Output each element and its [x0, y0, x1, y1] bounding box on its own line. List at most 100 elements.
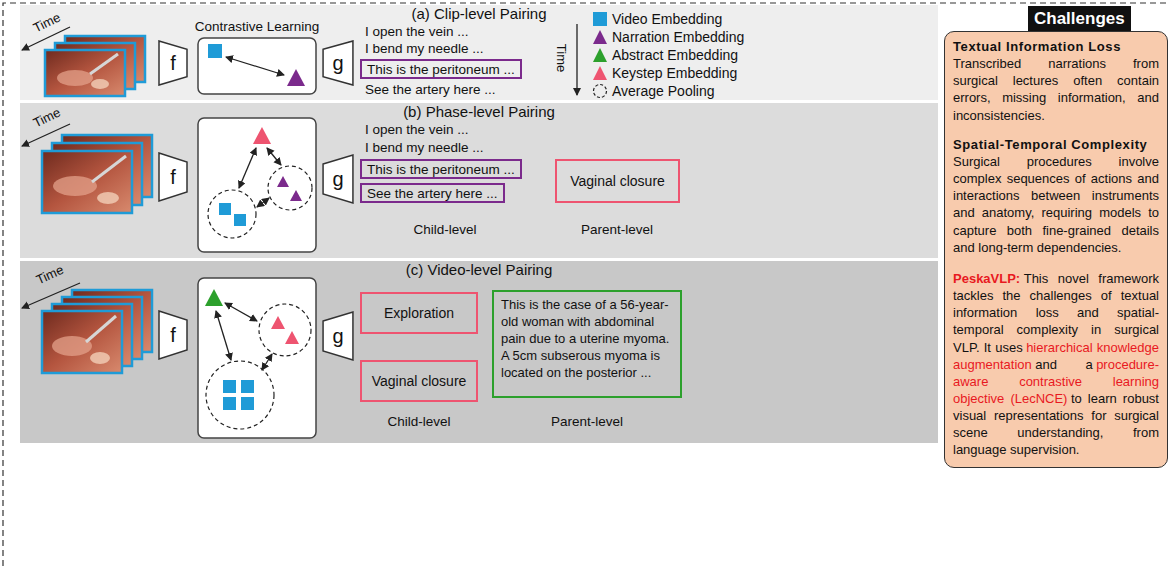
header-text: Challenges: [1034, 9, 1125, 29]
illustration-part: [97, 192, 119, 204]
box-text: This is the peritoneum ...: [367, 62, 515, 77]
video-embedding: [208, 44, 222, 58]
contrastive-box: [198, 278, 316, 438]
legend-row: Keystep Embedding: [592, 64, 744, 82]
time-label: Time: [31, 10, 64, 37]
encoder-letter: g: [332, 52, 343, 75]
contrastive-box: [198, 38, 316, 94]
legend-swatch: [592, 65, 608, 81]
legend-text: Keystep Embedding: [612, 65, 737, 81]
illustration-part: [42, 311, 122, 373]
encoder-outline: [159, 311, 187, 359]
video-frames: [42, 135, 152, 213]
contrast-arrow: [257, 198, 269, 207]
level-label: Child-level: [387, 414, 450, 430]
narration-box: See the artery here ...: [360, 183, 505, 203]
encoder-outline: [159, 41, 187, 85]
box-text: Exploration: [384, 305, 454, 321]
legend-text: Abstract Embedding: [612, 47, 738, 63]
box-heading: Contrastive Learning: [195, 19, 320, 35]
legend-triangle: [593, 66, 607, 80]
narration-embedding: [277, 176, 289, 187]
keystep-embedding: [271, 316, 285, 329]
keystep-embedding: [253, 127, 271, 144]
panel-ground: [20, 261, 938, 443]
keystep-box: Vaginal closure: [555, 159, 680, 203]
illustration-part: [53, 176, 97, 196]
legend-circle: [594, 85, 607, 98]
abstract-text: This is the case of a 56-year-old woman …: [501, 297, 669, 380]
legend-row: Video Embedding: [592, 10, 744, 28]
illustration-part: [52, 336, 92, 356]
illustration-part: [92, 156, 126, 182]
time-label: Time: [553, 44, 569, 72]
abstract-box: This is the case of a 56-year-old woman …: [492, 290, 682, 398]
keystep-box: Vaginal closure: [360, 360, 478, 402]
level-label: Parent-level: [581, 222, 653, 238]
encoder-letter: g: [332, 325, 343, 348]
box-text: Vaginal closure: [372, 373, 467, 389]
keystep-embedding: [285, 331, 299, 344]
contrastive-box: Contrastive Learning: [198, 38, 316, 94]
video-embedding: [223, 380, 236, 393]
encoder-f: f: [158, 152, 188, 202]
time-arrow: [576, 24, 577, 95]
contrast-arrow: [216, 311, 231, 360]
challenge-body: Transcribed narrations from surgical lec…: [953, 55, 1159, 124]
encoder-f: f: [158, 40, 188, 86]
video-frames: [42, 290, 152, 373]
encoder-g: g: [322, 311, 354, 361]
pooling-circle: [206, 361, 274, 429]
illustration-part: [45, 50, 125, 96]
encoder-letter: f: [170, 324, 176, 347]
contrast-arrow: [262, 354, 272, 370]
panel-band: (c) Video-level Pairing f g ExplorationVagi…: [20, 261, 938, 443]
panel-title: (c) Video-level Pairing: [20, 262, 938, 278]
narration-text: I bend my needle ...: [365, 140, 484, 156]
panel-title: (b) Phase-level Pairing: [20, 104, 938, 120]
legend-row: Narration Embedding: [592, 28, 744, 46]
video-embedding: [223, 397, 236, 410]
narration-box: This is the peritoneum ...: [360, 59, 522, 79]
legend-swatch: [593, 12, 607, 26]
panel-ground: [20, 103, 938, 258]
video-frames: [45, 36, 145, 96]
panel-title: (a) Clip-level Pairing: [20, 6, 938, 22]
dashed-frame: [3, 3, 1168, 566]
illustration-part: [90, 54, 118, 74]
legend-triangle: [593, 48, 607, 62]
illustration-part: [91, 79, 109, 89]
keystep-box: Exploration: [360, 292, 478, 334]
encoder-outline: [323, 155, 353, 203]
video-embedding: [234, 214, 246, 226]
encoder-outline: [323, 312, 353, 360]
challenge-heading: Spatial-Temporal Complexity: [953, 136, 1159, 153]
challenge-heading: Textual Information Loss: [953, 38, 1159, 55]
narration-box: This is the peritoneum ...: [360, 159, 522, 179]
panel-ground: [20, 5, 938, 100]
legend-row: Average Pooling: [592, 82, 744, 100]
level-label: Child-level: [413, 222, 476, 238]
contrast-arrow: [267, 148, 281, 165]
pooling-circle: [268, 166, 312, 210]
video-embedding: [241, 397, 254, 410]
legend-swatch: [592, 83, 608, 99]
contrast-arrow: [239, 148, 256, 188]
encoder-g: g: [322, 40, 354, 86]
video-embedding: [219, 203, 231, 215]
encoder-letter: f: [170, 166, 176, 189]
challenge-body: Surgical procedures involve complex sequ…: [953, 153, 1159, 256]
narration-text: See the artery here ...: [365, 82, 496, 98]
level-label: Parent-level: [551, 414, 623, 430]
contrast-arrow: [226, 57, 284, 75]
legend: Video EmbeddingNarration EmbeddingAbstra…: [592, 10, 744, 100]
encoder-outline: [323, 41, 353, 85]
legend-text: Average Pooling: [612, 83, 714, 99]
pooling-circle: [259, 304, 311, 356]
time-arrow: [22, 283, 80, 308]
illustration-part: [57, 70, 93, 86]
challenges-header: Challenges: [1028, 6, 1131, 32]
box-text: This is the peritoneum ...: [367, 162, 515, 177]
narration-embedding: [290, 190, 302, 201]
